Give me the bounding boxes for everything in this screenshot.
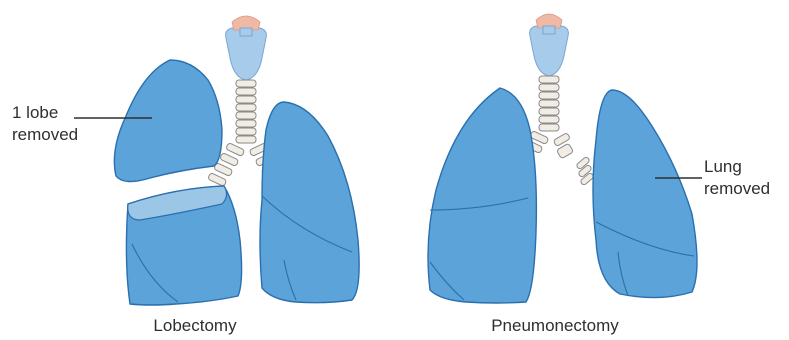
lobectomy-annotation-line1: 1 lobe xyxy=(12,102,78,124)
pneumonectomy-caption: Pneumonectomy xyxy=(480,316,630,336)
lobectomy-annotation: 1 lobe removed xyxy=(12,102,78,146)
pneumonectomy-annotation-line2: removed xyxy=(704,178,770,200)
removed-lung xyxy=(593,90,697,298)
left-larynx xyxy=(226,16,267,80)
lobectomy-caption: Lobectomy xyxy=(130,316,260,336)
left-diagram-intact-lung xyxy=(260,102,359,303)
pneumonectomy-annotation: Lung removed xyxy=(704,156,770,200)
pneumonectomy-annotation-line1: Lung xyxy=(704,156,770,178)
pneumonectomy-illustration xyxy=(428,14,702,303)
right-larynx xyxy=(530,14,569,76)
lobectomy-illustration xyxy=(74,16,359,305)
removed-upper-lobe xyxy=(114,60,222,182)
left-lower-lobe xyxy=(126,186,241,305)
lobectomy-annotation-line2: removed xyxy=(12,124,78,146)
pneumonectomy-remaining-lung xyxy=(428,88,536,303)
